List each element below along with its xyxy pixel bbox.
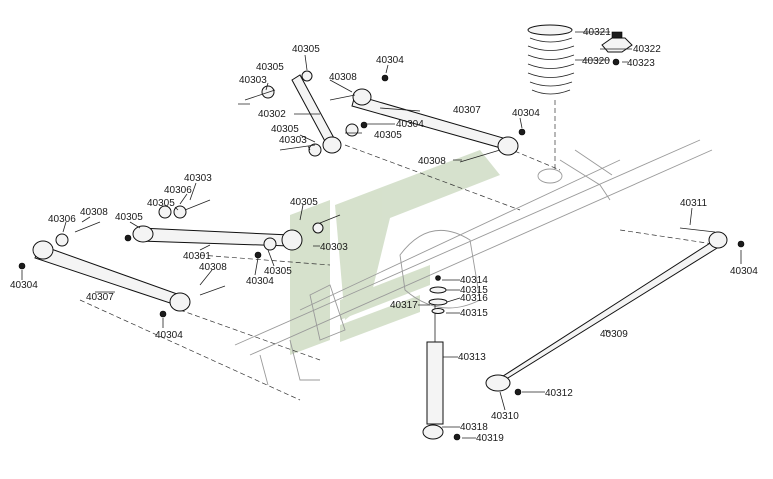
- label-40307: 40307: [86, 292, 114, 303]
- label-40305: 40305: [256, 62, 284, 73]
- label-40303: 40303: [320, 242, 348, 253]
- label-40303: 40303: [184, 173, 212, 184]
- track-rod-40309: [485, 227, 745, 396]
- label-40305: 40305: [264, 266, 292, 277]
- label-40304: 40304: [730, 266, 758, 277]
- spring-cap: [601, 31, 633, 53]
- coil-spring: [527, 24, 575, 95]
- shock-absorber: [422, 275, 461, 441]
- label-40306: 40306: [48, 214, 76, 225]
- lower-left-arm: [18, 221, 226, 318]
- label-40323: 40323: [627, 58, 655, 69]
- label-40305: 40305: [290, 197, 318, 208]
- upper-arm-assembly: [244, 70, 526, 163]
- label-40313: 40313: [458, 352, 486, 363]
- label-40320: 40320: [582, 56, 610, 67]
- watermark-stripe-1: [340, 265, 430, 320]
- label-40304: 40304: [396, 119, 424, 130]
- label-40304: 40304: [246, 276, 274, 287]
- label-40311: 40311: [680, 198, 708, 209]
- label-40305: 40305: [292, 44, 320, 55]
- assembly-guide-lines: [79, 100, 721, 401]
- label-40307: 40307: [453, 105, 481, 116]
- nut-40323-icon: [612, 58, 620, 66]
- label-40305: 40305: [374, 130, 402, 141]
- label-40304: 40304: [155, 330, 183, 341]
- watermark-stripe-2: [340, 295, 420, 342]
- label-40318: 40318: [460, 422, 488, 433]
- label-40301: 40301: [183, 251, 211, 262]
- label-40316: 40316: [460, 293, 488, 304]
- watermark-left-panel: [290, 200, 330, 355]
- label-40303: 40303: [279, 135, 307, 146]
- label-40305: 40305: [271, 124, 299, 135]
- label-40317: 40317: [390, 300, 418, 311]
- label-40319: 40319: [476, 433, 504, 444]
- label-40322: 40322: [633, 44, 661, 55]
- watermark-arrow-shape: [335, 150, 500, 320]
- leader-lines: [21, 31, 742, 439]
- label-40308: 40308: [80, 207, 108, 218]
- label-40308: 40308: [329, 72, 357, 83]
- part-labels: 40321 40322 40320 40323 40305 40304 4030…: [10, 27, 758, 444]
- label-40321: 40321: [583, 27, 611, 38]
- label-40309: 40309: [600, 329, 628, 340]
- label-40304: 40304: [512, 108, 540, 119]
- label-40315: 40315: [460, 308, 488, 319]
- label-40304: 40304: [376, 55, 404, 66]
- label-40308: 40308: [418, 156, 446, 167]
- vehicle-frame: [234, 139, 713, 386]
- label-40310: 40310: [491, 411, 519, 422]
- label-40305: 40305: [147, 198, 175, 209]
- label-40306: 40306: [164, 185, 192, 196]
- label-40312: 40312: [545, 388, 573, 399]
- label-40303: 40303: [239, 75, 267, 86]
- label-40304: 40304: [10, 280, 38, 291]
- label-40314: 40314: [460, 275, 488, 286]
- label-40305: 40305: [115, 212, 143, 223]
- label-40315: 40315: [460, 285, 488, 296]
- label-40302: 40302: [258, 109, 286, 120]
- label-40308: 40308: [199, 262, 227, 273]
- lateral-arm-40301: [124, 199, 341, 259]
